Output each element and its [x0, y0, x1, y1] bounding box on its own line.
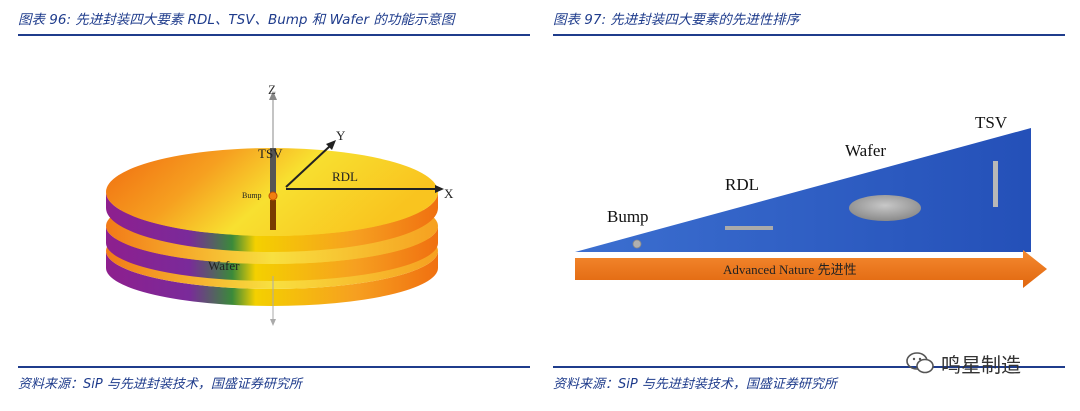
x-axis-label: X: [444, 186, 454, 201]
y-axis-label: Y: [336, 128, 346, 143]
tsv-bar: [270, 148, 276, 194]
tsv-bar-lower: [270, 200, 276, 230]
bump-marker: [632, 239, 642, 249]
wafer-label: Wafer: [845, 141, 886, 160]
left-figure-caption: 图表 96: 先进封装四大要素 RDL、TSV、Bump 和 Wafer 的功能…: [18, 12, 455, 28]
wafer-stack-diagram: Z Y X TSV RDL Bump Wafer: [106, 82, 454, 326]
right-top-rule: [553, 34, 1065, 36]
bump-dot: [268, 191, 278, 201]
tsv-label: TSV: [258, 146, 283, 161]
right-figure-source: 资料来源：SiP 与先进封装技术，国盛证券研究所: [553, 377, 837, 392]
wechat-watermark: 鸣星制造: [905, 348, 1075, 378]
right-figure-panel: 图表 97: 先进封装四大要素的先进性排序 Bump RDL W: [553, 0, 1065, 411]
rdl-label: RDL: [725, 175, 759, 194]
rdl-marker: [725, 226, 773, 230]
tsv-marker: [993, 161, 998, 207]
bump-label: Bump: [242, 191, 262, 200]
right-figure-caption: 图表 97: 先进封装四大要素的先进性排序: [553, 12, 800, 28]
wechat-icon: [906, 352, 934, 374]
left-top-rule: [18, 34, 530, 36]
left-bottom-rule: [18, 366, 530, 368]
z-axis-lower-arrow-icon: [270, 319, 276, 326]
advancement-ranking-diagram: Bump RDL Wafer TSV Advanced Nature 先进性: [575, 113, 1047, 288]
x-axis-arrow-icon: [435, 185, 444, 193]
y-axis-line: [285, 145, 331, 188]
wafer-label: Wafer: [208, 258, 240, 273]
wafer-marker: [849, 195, 921, 221]
watermark-text: 鸣星制造: [941, 352, 1021, 377]
advanced-nature-label: Advanced Nature 先进性: [723, 262, 857, 277]
left-figure-source: 资料来源：SiP 与先进封装技术，国盛证券研究所: [18, 377, 302, 392]
z-axis-label: Z: [268, 82, 276, 97]
left-figure-panel: 图表 96: 先进封装四大要素 RDL、TSV、Bump 和 Wafer 的功能…: [18, 0, 530, 411]
advanced-nature-arrow: [575, 250, 1047, 288]
z-axis-arrow-icon: [269, 91, 277, 100]
right-bottom-rule: [553, 366, 1065, 368]
tsv-label: TSV: [975, 113, 1008, 132]
rdl-label: RDL: [332, 169, 358, 184]
advancement-triangle: [575, 128, 1031, 252]
bump-label: Bump: [607, 207, 649, 226]
y-axis-arrow-icon: [326, 140, 336, 150]
